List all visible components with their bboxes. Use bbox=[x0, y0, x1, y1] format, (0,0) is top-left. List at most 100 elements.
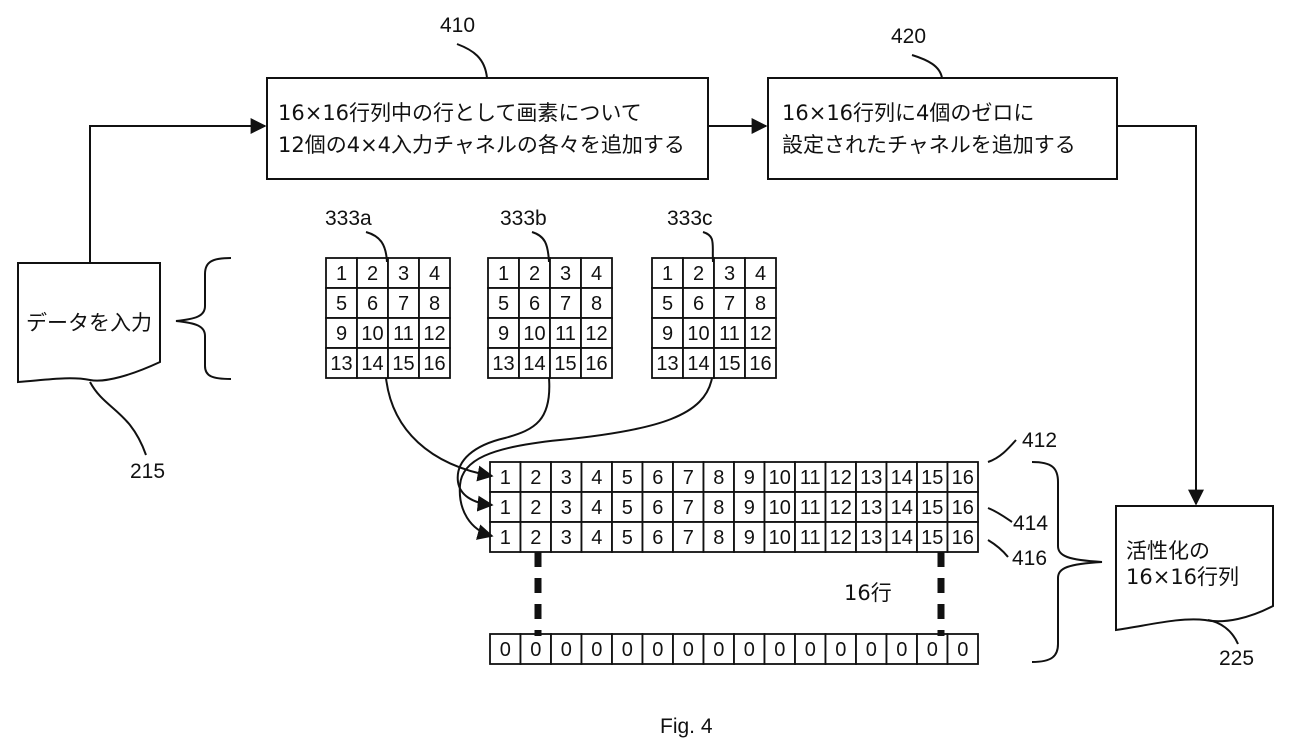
channel-cell: 11 bbox=[555, 323, 576, 345]
leader-416 bbox=[987, 539, 1009, 558]
matrix-cell: 14 bbox=[891, 467, 913, 489]
matrix-cell: 1 bbox=[500, 497, 511, 519]
matrix-cell: 2 bbox=[530, 467, 541, 489]
matrix-cell-box bbox=[763, 461, 796, 493]
matrix-cell-box bbox=[611, 491, 644, 523]
channel-cell: 8 bbox=[429, 293, 440, 315]
matrix-cell: 4 bbox=[591, 527, 602, 549]
matrix-cell: 3 bbox=[561, 527, 572, 549]
matrix-cell: 0 bbox=[835, 639, 846, 661]
channel-cell: 14 bbox=[361, 353, 383, 375]
channel-cell: 11 bbox=[393, 323, 414, 345]
matrix-cell: 0 bbox=[652, 639, 663, 661]
channel-cell: 6 bbox=[367, 293, 378, 315]
channel-cell: 16 bbox=[423, 353, 445, 375]
matrix-cell-box bbox=[519, 633, 552, 665]
ref-label-414: 414 bbox=[1013, 512, 1048, 535]
channel-cell: 12 bbox=[423, 323, 445, 345]
channel-cell: 4 bbox=[429, 263, 440, 285]
matrix-cell: 13 bbox=[860, 527, 882, 549]
matrix-cell: 0 bbox=[683, 639, 694, 661]
matrix-cell: 11 bbox=[800, 497, 821, 519]
channel-cell: 10 bbox=[523, 323, 545, 345]
matrix-cell: 2 bbox=[530, 497, 541, 519]
channel-cell: 14 bbox=[523, 353, 545, 375]
matrix-cell: 0 bbox=[744, 639, 755, 661]
leader-333a bbox=[365, 231, 388, 263]
matrix-cell: 7 bbox=[683, 527, 694, 549]
channel-cell-box bbox=[418, 287, 451, 319]
channel-cell: 14 bbox=[687, 353, 709, 375]
ref-label-333b: 333b bbox=[500, 207, 547, 230]
matrix-cell: 0 bbox=[927, 639, 938, 661]
matrix-brace bbox=[1031, 461, 1103, 663]
matrix-cell-box bbox=[489, 491, 522, 523]
channel-cell: 8 bbox=[755, 293, 766, 315]
matrix-cell-box bbox=[580, 521, 613, 553]
channel-cell: 12 bbox=[585, 323, 607, 345]
channel-cell: 3 bbox=[398, 263, 409, 285]
matrix-cell-box bbox=[733, 461, 766, 493]
matrix-cell: 6 bbox=[652, 527, 663, 549]
matrix-cell-box bbox=[916, 633, 949, 665]
ref-label-412: 412 bbox=[1022, 429, 1057, 452]
channel-cell-box bbox=[713, 347, 746, 379]
matrix-cell: 0 bbox=[500, 639, 511, 661]
input-document-label: データを入力 bbox=[26, 311, 152, 335]
channel-cell-box bbox=[651, 287, 684, 319]
channel-cell: 10 bbox=[361, 323, 383, 345]
rows-count-label: 16行 bbox=[844, 581, 892, 605]
matrix-cell: 10 bbox=[769, 497, 791, 519]
matrix-cell: 9 bbox=[744, 467, 755, 489]
matrix-cell: 5 bbox=[622, 467, 633, 489]
matrix-cell-box bbox=[550, 491, 583, 523]
channel-cell-box bbox=[356, 347, 389, 379]
matrix-cell-box bbox=[794, 461, 827, 493]
matrix-cell-box bbox=[611, 461, 644, 493]
channel-cell-box bbox=[744, 317, 777, 349]
matrix-cell-box bbox=[885, 521, 918, 553]
matrix-cell-box bbox=[946, 521, 979, 553]
channel-cell: 9 bbox=[336, 323, 347, 345]
matrix-cell: 8 bbox=[713, 497, 724, 519]
matrix-cell-box bbox=[733, 633, 766, 665]
matrix-cell: 0 bbox=[866, 639, 877, 661]
matrix-cell: 3 bbox=[561, 497, 572, 519]
matrix-cell: 15 bbox=[921, 497, 943, 519]
channel-cell: 4 bbox=[591, 263, 602, 285]
channel-cell: 13 bbox=[330, 353, 352, 375]
box-410-line2: 12個の4×4入力チャネルの各々を追加する bbox=[278, 133, 685, 157]
matrix-cell: 10 bbox=[769, 527, 791, 549]
matrix-cell-box bbox=[641, 461, 674, 493]
matrix-cell: 14 bbox=[891, 497, 913, 519]
matrix-cell: 8 bbox=[713, 467, 724, 489]
matrix-cell: 12 bbox=[830, 497, 852, 519]
process-box-420: 16×16行列に4個のゼロに 設定されたチャネルを追加する bbox=[767, 77, 1118, 180]
channel-cell-box bbox=[580, 287, 613, 319]
channel-cell-box bbox=[744, 257, 777, 289]
matrix-cell-box bbox=[946, 633, 979, 665]
channel-cell-box bbox=[418, 347, 451, 379]
matrix-cell-box bbox=[641, 633, 674, 665]
matrix-cell-box bbox=[611, 521, 644, 553]
channel-cell: 7 bbox=[724, 293, 735, 315]
figure-caption: Fig. 4 bbox=[660, 715, 713, 738]
ref-label-215: 215 bbox=[130, 460, 165, 483]
ref-label-416: 416 bbox=[1012, 547, 1047, 570]
input-channels-brace bbox=[175, 257, 232, 380]
matrix-cell-box bbox=[855, 633, 888, 665]
matrix-cell: 13 bbox=[860, 497, 882, 519]
leader-410 bbox=[456, 43, 488, 79]
matrix-cell: 11 bbox=[800, 467, 821, 489]
matrix-cell: 15 bbox=[921, 527, 943, 549]
matrix-cell: 9 bbox=[744, 497, 755, 519]
matrix-cell: 16 bbox=[952, 527, 974, 549]
channel-cell-box bbox=[580, 317, 613, 349]
matrix-cell: 0 bbox=[774, 639, 785, 661]
matrix-cell-box bbox=[946, 491, 979, 523]
channel-cell: 15 bbox=[392, 353, 414, 375]
input-document-215: データを入力 bbox=[17, 262, 161, 384]
